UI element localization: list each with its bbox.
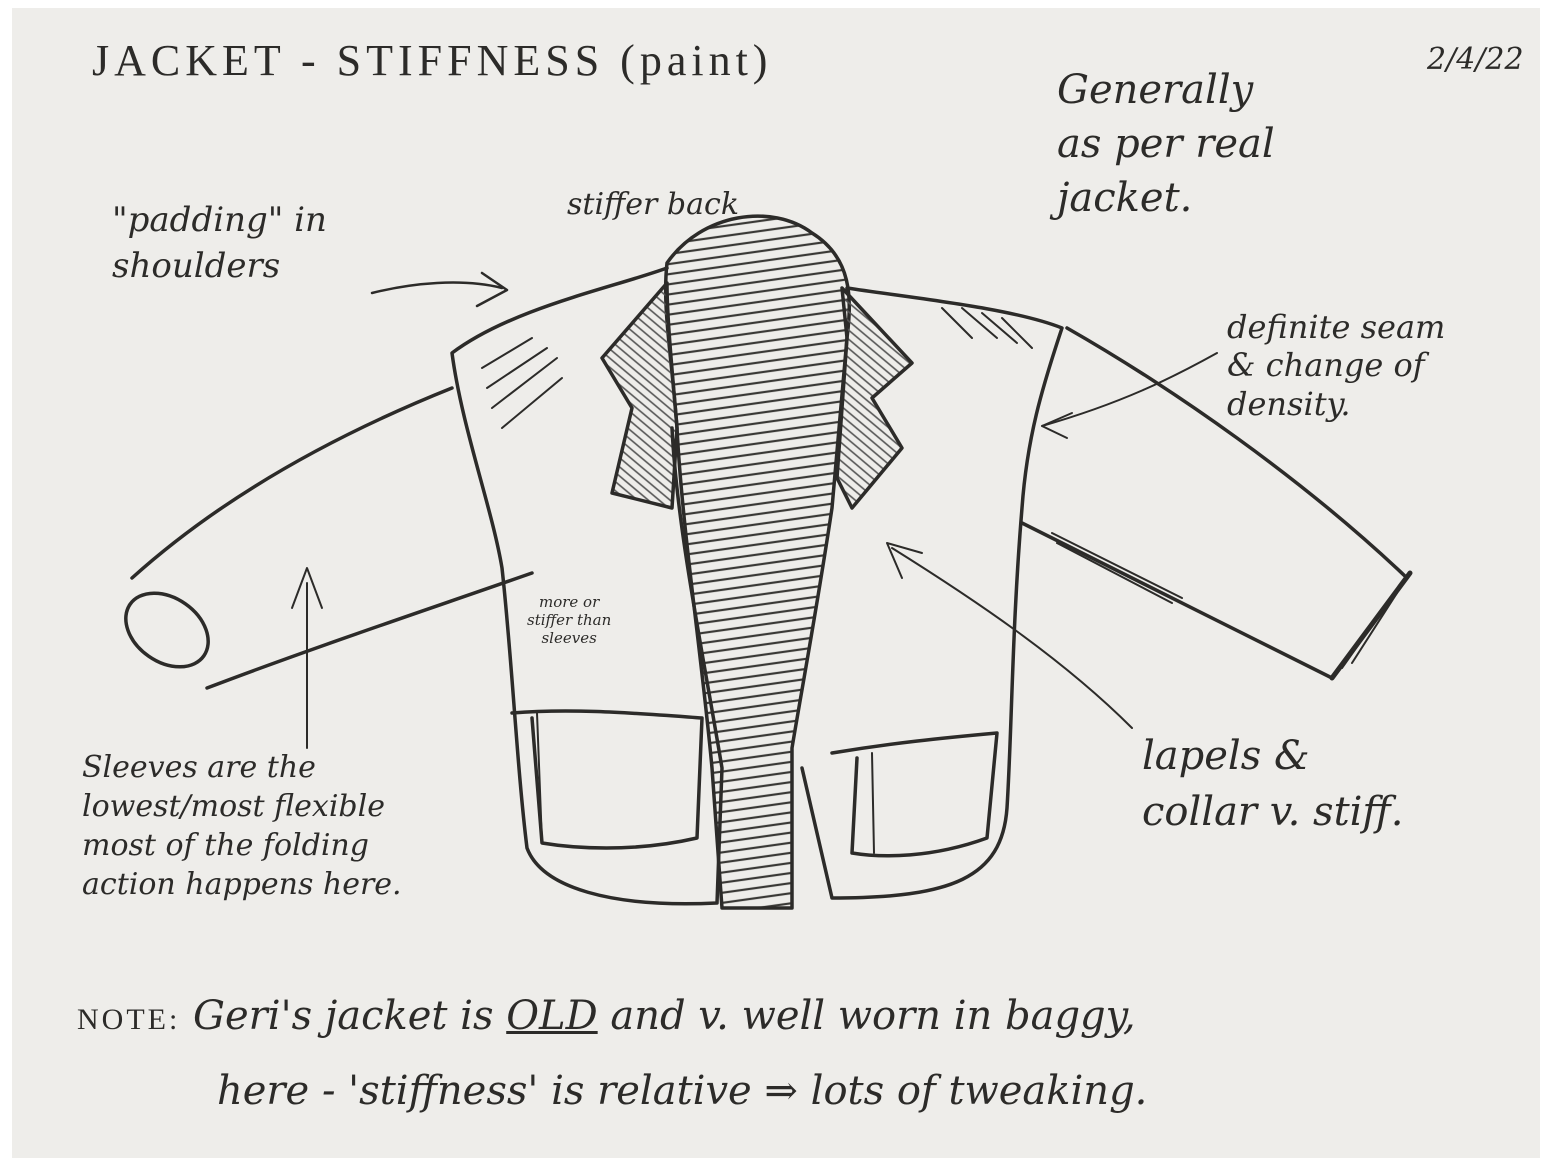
note-label: NOTE:	[77, 1003, 180, 1036]
left-lapel	[602, 283, 677, 508]
padding-label: "padding" in shoulders	[112, 198, 327, 290]
note-text-after: and v. well worn in baggy,	[610, 993, 1135, 1039]
right-lapel	[837, 288, 912, 508]
date-label: 2/4/22	[1427, 43, 1524, 78]
collar-back	[666, 216, 850, 908]
note-line-1: NOTE: Geri's jacket is OLD and v. well w…	[77, 993, 1136, 1039]
padding-arrow	[372, 283, 502, 293]
right-pocket	[832, 733, 997, 856]
general-note: Generally as per real jacket.	[1057, 63, 1275, 225]
note-line-2: here - 'stiffness' is relative ⇒ lots of…	[217, 1068, 1147, 1114]
sleeves-label: Sleeves are the lowest/most flexible mos…	[82, 748, 402, 904]
page-title: JACKET - STIFFNESS (paint)	[92, 36, 772, 87]
note-text-before: Geri's jacket is	[193, 993, 493, 1039]
lapels-label: lapels & collar v. stiff.	[1142, 728, 1403, 840]
stiffer-back-label: stiffer back	[567, 188, 739, 223]
front-panel-label: more or stiffer than sleeves	[527, 593, 611, 647]
left-sleeve	[132, 388, 452, 578]
jacket-sketch	[12, 8, 1540, 1158]
left-cuff	[112, 578, 222, 682]
sketch-paper: JACKET - STIFFNESS (paint) 2/4/22 Genera…	[12, 8, 1540, 1158]
seam-label: definite seam & change of density.	[1227, 308, 1445, 423]
note-emphasis: OLD	[506, 993, 597, 1039]
